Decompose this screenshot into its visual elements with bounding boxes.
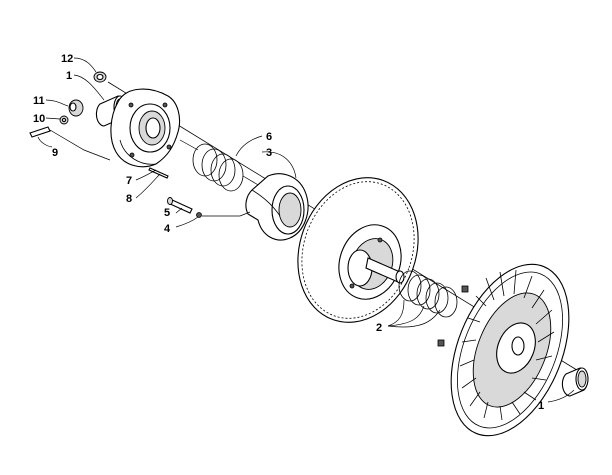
part-12-nut	[93, 71, 107, 83]
part-11-roller	[68, 99, 84, 117]
callout-8: 8	[126, 193, 132, 205]
spider-cover-plate	[110, 88, 181, 168]
callout-12: 12	[61, 53, 73, 65]
callout-1-bottom: 1	[538, 400, 544, 412]
callout-11: 11	[33, 95, 45, 107]
callout-5: 5	[164, 207, 170, 219]
callout-9: 9	[52, 147, 58, 159]
callout-4: 4	[164, 223, 171, 235]
moveable-sheave	[297, 177, 419, 323]
part-9-pin	[29, 126, 51, 138]
leader-lines	[37, 57, 575, 403]
part-6-spring	[179, 139, 261, 192]
callout-7: 7	[126, 175, 132, 187]
part-5-bolt	[167, 197, 193, 214]
part-7-pin	[148, 167, 169, 179]
studs	[437, 285, 469, 347]
part-2-spring	[398, 270, 458, 318]
callout-1-top: 1	[66, 70, 72, 82]
callout-3: 3	[266, 147, 272, 159]
part-10-washer	[59, 115, 69, 125]
part-4-nut	[196, 212, 202, 218]
callout-10: 10	[33, 113, 45, 125]
part-1-bushing-bottom	[561, 367, 589, 397]
part-3-cam	[245, 173, 309, 241]
callout-6: 6	[266, 131, 272, 143]
pin-guide-line	[49, 129, 111, 161]
bolt-guide-line	[202, 211, 251, 217]
fixed-sheave	[450, 263, 570, 437]
callout-2: 2	[376, 322, 382, 334]
